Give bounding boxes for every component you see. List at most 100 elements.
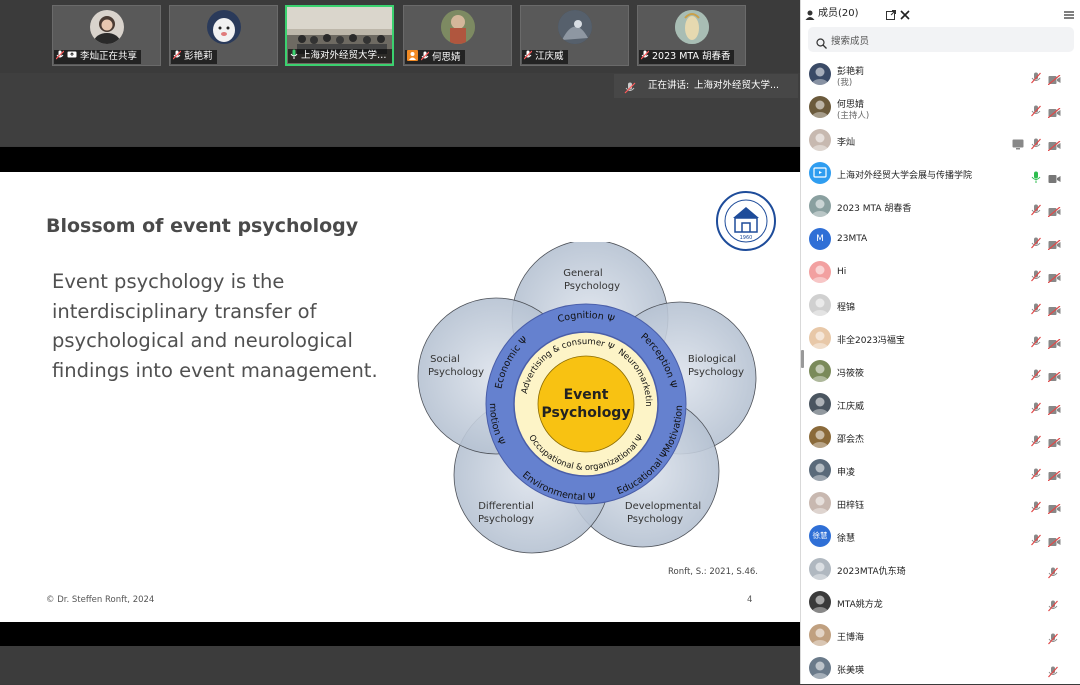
mic-muted-icon: [55, 50, 65, 60]
video-tile[interactable]: 何思婧: [403, 5, 512, 66]
member-avatar: [809, 492, 831, 514]
menu-icon[interactable]: [1064, 5, 1074, 19]
ring-label-cognition: Cognition Ψ: [556, 310, 615, 325]
member-row[interactable]: 田梓钰: [801, 487, 1080, 520]
members-icon: [805, 5, 815, 20]
camera-off-icon[interactable]: [1047, 433, 1061, 449]
member-avatar: [809, 96, 831, 118]
mic-on-icon[interactable]: [1031, 168, 1041, 183]
close-icon[interactable]: [900, 5, 910, 20]
camera-off-icon[interactable]: [1047, 235, 1061, 251]
pop-out-icon[interactable]: [886, 5, 896, 20]
member-avatar: [809, 327, 831, 349]
slide-footer: © Dr. Steffen Ronft, 2024: [46, 595, 155, 605]
panel-resize-handle[interactable]: [801, 350, 804, 368]
slide-citation: Ronft, S.: 2021, S.46.: [668, 567, 759, 577]
mic-muted-icon[interactable]: [1031, 201, 1041, 216]
video-tile-active-speaker[interactable]: 上海对外经贸大学会...: [285, 5, 394, 66]
member-row[interactable]: 2023 MTA 胡春香: [801, 190, 1080, 223]
member-row[interactable]: 徐慧徐慧: [801, 520, 1080, 553]
member-name: 张美瑛: [837, 666, 865, 676]
member-avatar: [809, 657, 831, 679]
speaking-label: 正在讲话:: [648, 80, 690, 91]
camera-off-icon[interactable]: [1047, 334, 1061, 350]
mic-muted-icon[interactable]: [1048, 564, 1058, 579]
video-tile-sharer[interactable]: 李灿正在共享: [52, 5, 161, 66]
video-tile[interactable]: 江庆威: [520, 5, 629, 66]
member-row[interactable]: 申凌: [801, 454, 1080, 487]
member-row[interactable]: 2023MTA仇东琦: [801, 553, 1080, 586]
tile-name: 何思婧: [405, 50, 465, 64]
member-row[interactable]: 冯筱筱: [801, 355, 1080, 388]
member-avatar: [809, 129, 831, 151]
camera-off-icon[interactable]: [1047, 499, 1061, 515]
mic-muted-icon[interactable]: [1031, 366, 1041, 381]
screen-share-icon: [1012, 135, 1024, 150]
member-row[interactable]: 张美瑛: [801, 652, 1080, 685]
mic-muted-icon[interactable]: [1031, 234, 1041, 249]
video-tile[interactable]: 2023 MTA 胡春香: [637, 5, 746, 66]
mic-muted-icon[interactable]: [1048, 663, 1058, 678]
member-name: 上海对外经贸大学会展与传播学院: [837, 171, 973, 181]
camera-off-icon[interactable]: [1047, 400, 1061, 416]
mic-muted-icon[interactable]: [1031, 135, 1041, 150]
member-row[interactable]: Hi: [801, 256, 1080, 289]
mic-muted-icon[interactable]: [1031, 300, 1041, 315]
tile-name: 2023 MTA 胡春香: [639, 50, 735, 64]
host-icon: [407, 50, 418, 61]
mic-muted-icon[interactable]: [1031, 498, 1041, 513]
member-row[interactable]: 何思婧(主持人): [801, 91, 1080, 124]
mic-muted-icon[interactable]: [1031, 69, 1041, 84]
camera-off-icon[interactable]: [1047, 70, 1061, 86]
mic-muted-icon[interactable]: [1031, 267, 1041, 282]
letterbox-top: [0, 147, 800, 172]
avatar-initial: M: [816, 234, 824, 244]
member-row[interactable]: 上海对外经贸大学会展与传播学院: [801, 157, 1080, 190]
mic-muted-icon[interactable]: [1031, 432, 1041, 447]
member-search-input[interactable]: 搜索成员: [808, 27, 1074, 52]
member-row[interactable]: 李灿: [801, 124, 1080, 157]
mic-muted-icon[interactable]: [1031, 333, 1041, 348]
member-row[interactable]: 江庆威: [801, 388, 1080, 421]
camera-off-icon[interactable]: [1047, 202, 1061, 218]
mic-muted-icon[interactable]: [1031, 102, 1041, 117]
speaking-name: 上海对外经贸大学...: [694, 80, 780, 91]
logo-year: 1960: [740, 235, 753, 241]
mic-muted-icon[interactable]: [1048, 630, 1058, 645]
member-name: 田梓钰: [837, 501, 865, 511]
member-avatar: [809, 459, 831, 481]
member-row[interactable]: 邵会杰: [801, 421, 1080, 454]
video-tile[interactable]: 彭艳莉: [169, 5, 278, 66]
tile-name: 彭艳莉: [171, 50, 217, 64]
camera-off-icon[interactable]: [1047, 301, 1061, 317]
member-avatar: [809, 195, 831, 217]
search-icon: [816, 34, 827, 49]
mic-muted-icon[interactable]: [1048, 597, 1058, 612]
member-avatar: [809, 558, 831, 580]
avatar: [441, 10, 475, 44]
camera-off-icon[interactable]: [1047, 268, 1061, 284]
camera-on-icon[interactable]: [1048, 169, 1061, 183]
member-row[interactable]: MTA姚方龙: [801, 586, 1080, 619]
member-row[interactable]: 彭艳莉(我): [801, 58, 1080, 91]
member-row[interactable]: 非全2023冯福宝: [801, 322, 1080, 355]
member-avatar: [809, 360, 831, 382]
member-row[interactable]: 王博海: [801, 619, 1080, 652]
mic-muted-icon[interactable]: [1031, 531, 1041, 546]
camera-off-icon[interactable]: [1047, 367, 1061, 383]
member-row[interactable]: 程锦: [801, 289, 1080, 322]
camera-off-icon[interactable]: [1047, 136, 1061, 152]
tile-name: 李灿正在共享: [54, 50, 142, 64]
mic-muted-icon[interactable]: [1031, 465, 1041, 480]
camera-off-icon[interactable]: [1047, 466, 1061, 482]
member-avatar: [809, 393, 831, 415]
member-avatar: [809, 624, 831, 646]
mic-muted-icon[interactable]: [1031, 399, 1041, 414]
member-avatar: [809, 294, 831, 316]
camera-off-icon[interactable]: [1047, 103, 1061, 119]
camera-off-icon[interactable]: [1047, 532, 1061, 548]
